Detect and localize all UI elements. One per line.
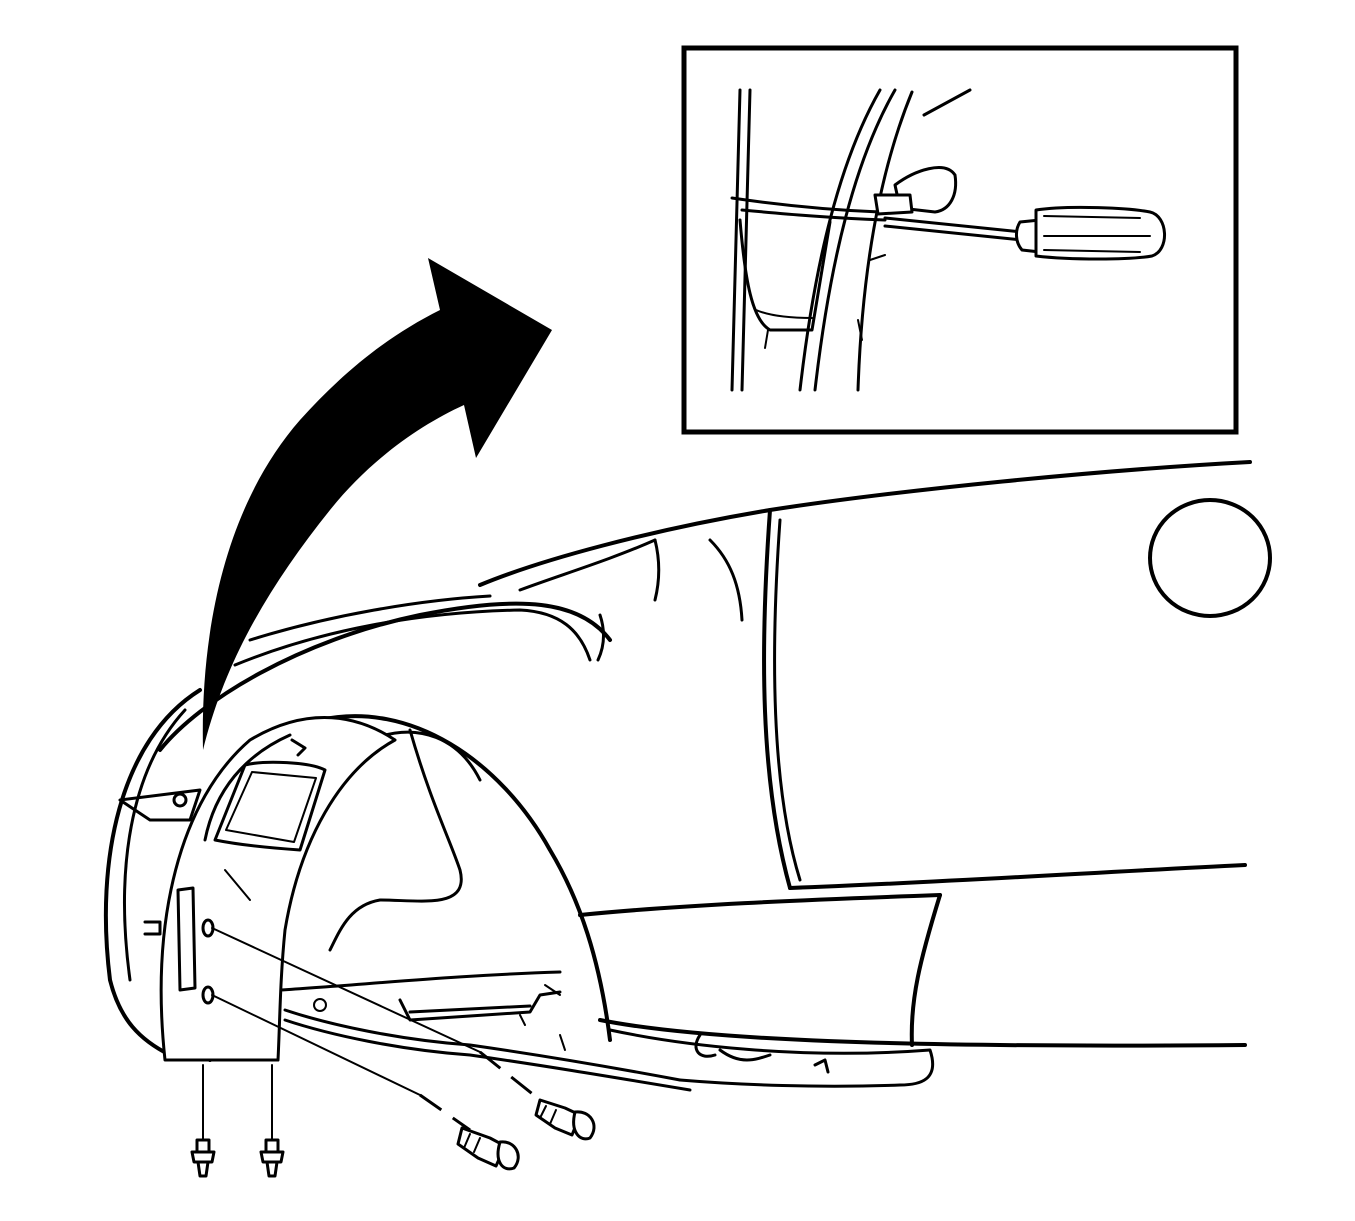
fastener-leaders <box>202 927 541 1141</box>
screw-icon <box>534 1098 596 1141</box>
callout-arrow <box>202 258 552 750</box>
wheelhouse-liner <box>159 716 397 1062</box>
screwdriver-icon <box>883 205 1166 261</box>
rivet-icon <box>259 1138 285 1178</box>
rivet-icon <box>190 1138 216 1178</box>
screw-icon <box>456 1126 520 1171</box>
detail-inset <box>681 45 1239 435</box>
